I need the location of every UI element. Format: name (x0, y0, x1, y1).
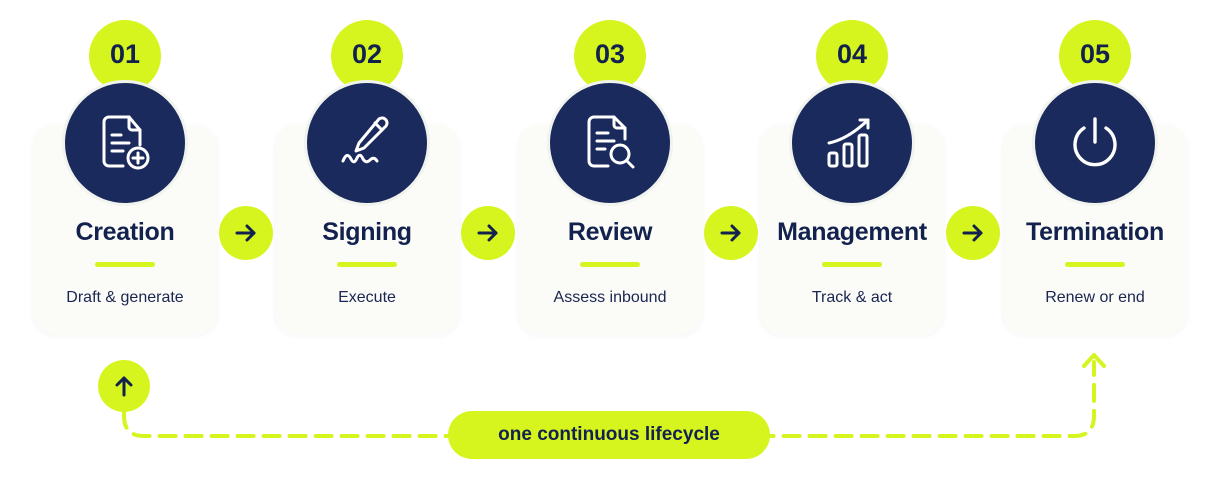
stage-termination: 05 Termination Renew or end (995, 0, 1195, 486)
arrow-right-icon (461, 206, 515, 260)
arrow-right-icon (219, 206, 273, 260)
arrow-right-icon (704, 206, 758, 260)
stage-number-badge: 05 (1059, 20, 1131, 92)
title-underline (822, 262, 882, 267)
power-icon (1032, 80, 1158, 206)
stage-title: Signing (322, 218, 412, 246)
title-underline (337, 262, 397, 267)
stage-title: Termination (1026, 218, 1164, 246)
stage-title: Creation (75, 218, 175, 246)
stage-subtitle: Track & act (811, 289, 893, 306)
stage-subtitle: Draft & generate (66, 289, 184, 306)
loop-end-chevron-up-icon (1082, 353, 1106, 368)
arrow-up-icon (98, 360, 150, 412)
document-search-icon (547, 80, 673, 206)
stage-number-badge: 02 (331, 20, 403, 92)
stage-signing: 02 Signing Execute (267, 0, 467, 486)
lifecycle-label: one continuous lifecycle (448, 411, 770, 459)
stage-subtitle: Assess inbound (553, 289, 667, 306)
stage-subtitle: Renew or end (1045, 289, 1145, 306)
stage-title: Management (777, 218, 927, 246)
stage-title: Review (567, 218, 653, 246)
stage-subtitle: Execute (338, 289, 396, 306)
stage-creation: 01 Creation Draft & generate (25, 0, 225, 486)
stage-review: 03 Review Assess inbound (510, 0, 710, 486)
arrow-right-icon (946, 206, 1000, 260)
document-plus-icon (62, 80, 188, 206)
stage-management: 04 Management Track & act (752, 0, 952, 486)
title-underline (1065, 262, 1125, 267)
title-underline (580, 262, 640, 267)
pen-signature-icon (304, 80, 430, 206)
title-underline (95, 262, 155, 267)
growth-chart-icon (789, 80, 915, 206)
